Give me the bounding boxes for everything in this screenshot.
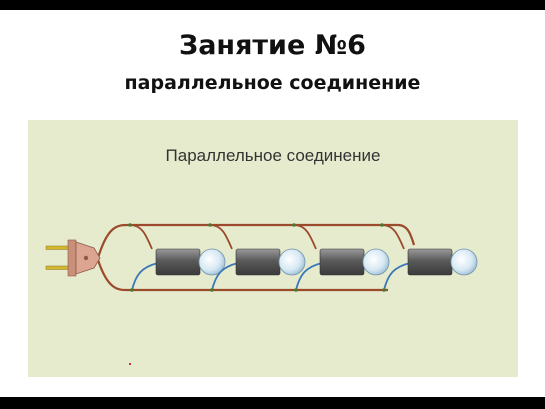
junction-dot <box>128 223 132 227</box>
page-subtitle: параллельное соединение <box>124 72 421 94</box>
lamp-bulb <box>278 248 306 276</box>
lamp-return-wire <box>211 262 239 291</box>
plug-collar <box>67 239 77 277</box>
junction-dot <box>294 288 298 292</box>
lamp-feed-wire <box>381 224 405 250</box>
lamp-base <box>155 248 201 276</box>
lamp-feed-wire <box>293 224 317 250</box>
junction-dot <box>380 223 384 227</box>
junction-dot <box>210 288 214 292</box>
plug-pin <box>45 245 71 250</box>
slide: Занятие №6 параллельное соединение Парал… <box>0 10 545 397</box>
red-dot <box>129 363 131 365</box>
lamp-base <box>319 248 365 276</box>
lamp-return-wire <box>295 262 323 291</box>
plug-screw <box>83 255 89 261</box>
lamp-return-wire <box>131 262 159 291</box>
lamp-bulb <box>198 248 226 276</box>
junction-dot <box>208 223 212 227</box>
top-rail-wire <box>96 223 416 259</box>
bottom-rail-wire <box>96 259 388 292</box>
lamp-feed-wire <box>129 224 153 250</box>
lamp-base <box>235 248 281 276</box>
lamp-return-wire <box>383 262 411 291</box>
diagram-panel: Параллельное соединение <box>28 120 518 377</box>
lamp-feed-wire <box>209 224 233 250</box>
lamp-bulb <box>450 248 478 276</box>
lamp-bulb <box>362 248 390 276</box>
page-title: Занятие №6 <box>179 30 366 61</box>
diagram-caption: Параллельное соединение <box>165 146 381 165</box>
plug-pin <box>45 265 71 270</box>
parallel-circuit-diagram <box>45 223 478 292</box>
junction-dot <box>382 288 386 292</box>
lamp-base <box>407 248 453 276</box>
junction-dot <box>130 288 134 292</box>
junction-dot <box>292 223 296 227</box>
